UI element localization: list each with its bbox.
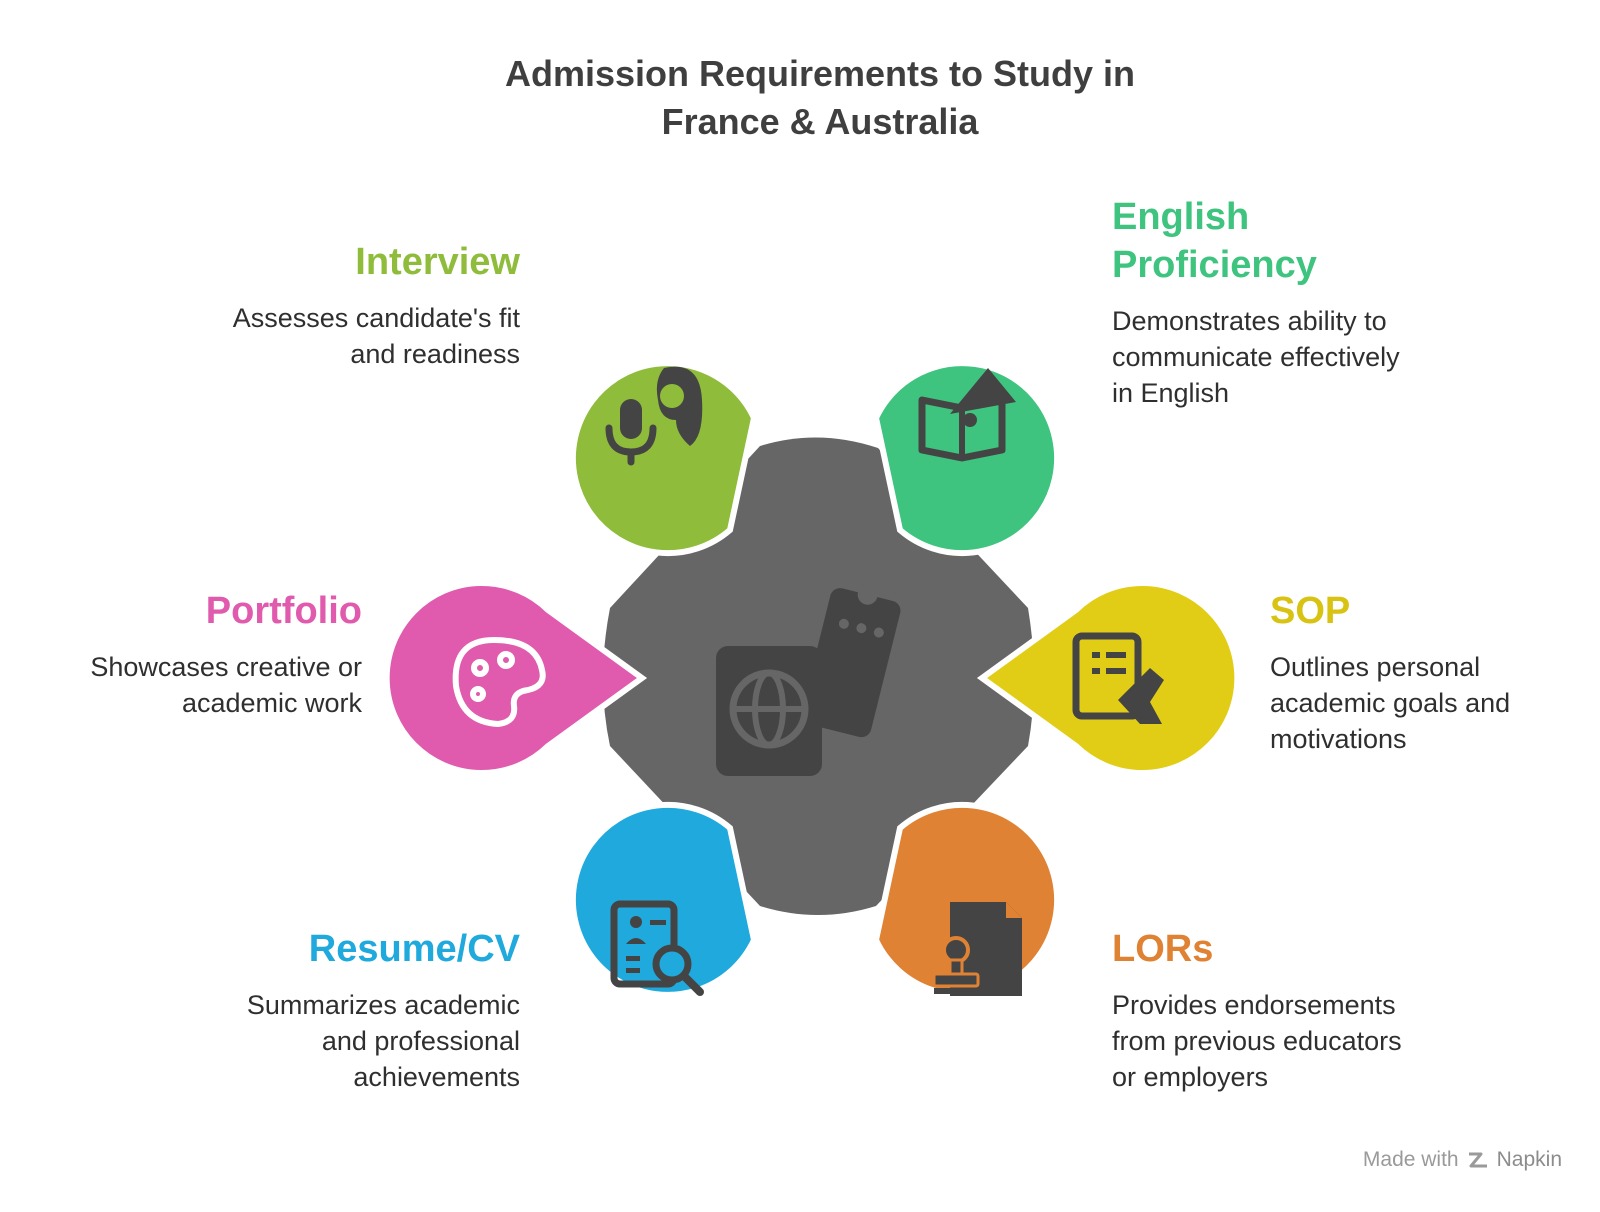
english-heading-line-2: Proficiency xyxy=(1112,244,1317,286)
interview-desc-line-1: Assesses candidate's fit xyxy=(232,303,520,333)
interview-petal xyxy=(569,360,758,557)
palette-icon xyxy=(452,636,546,728)
portfolio-heading: Portfolio xyxy=(205,590,362,632)
english-desc-line-1: Demonstrates ability to xyxy=(1112,306,1387,336)
sop-heading: SOP xyxy=(1270,590,1351,632)
sop-description: Outlines personal academic goals and mot… xyxy=(1270,649,1580,757)
resume-desc-line-2: and professional xyxy=(321,1026,520,1056)
interview-block: Interview Assesses candidate's fit and r… xyxy=(160,238,520,372)
english-proficiency-description: Demonstrates ability to communicate effe… xyxy=(1112,303,1492,411)
napkin-logo-icon xyxy=(1468,1152,1487,1168)
resume-heading: Resume/CV xyxy=(308,928,520,970)
made-with-napkin-footer: Made with Napkin xyxy=(1363,1148,1562,1172)
title-line-1: Admission Requirements to Study in xyxy=(504,53,1136,94)
diagram-title: Admission Requirements to Study in Franc… xyxy=(400,50,1240,146)
napkin-brand: Napkin xyxy=(1496,1148,1562,1171)
resume-desc-line-3: achievements xyxy=(353,1062,520,1092)
resume-description: Summarizes academic and professional ach… xyxy=(160,987,520,1095)
lors-desc-line-2: from previous educators xyxy=(1112,1026,1402,1056)
book-megaphone-icon xyxy=(918,368,1016,462)
portfolio-block: Portfolio Showcases creative or academic… xyxy=(42,587,362,721)
lors-heading: LORs xyxy=(1112,928,1214,970)
english-desc-line-3: in English xyxy=(1112,378,1230,408)
lors-desc-line-3: or employers xyxy=(1112,1062,1269,1092)
portfolio-desc-line-1: Showcases creative or xyxy=(90,652,362,682)
interview-desc-line-2: and readiness xyxy=(350,339,520,369)
resume-desc-line-1: Summarizes academic xyxy=(246,990,520,1020)
english-desc-line-2: communicate effectively xyxy=(1112,342,1400,372)
portfolio-desc-line-2: academic work xyxy=(181,688,362,718)
portfolio-petal xyxy=(383,580,648,776)
stamp-document-icon xyxy=(932,902,1022,996)
interview-microphone-icon xyxy=(605,366,703,466)
made-with-label: Made with xyxy=(1362,1148,1459,1171)
english-heading-line-1: English xyxy=(1112,196,1250,238)
sop-petal xyxy=(976,580,1241,776)
passport-ticket-icon xyxy=(716,584,901,776)
lors-desc-line-1: Provides endorsements xyxy=(1112,990,1396,1020)
resume-petal xyxy=(569,801,758,998)
writing-document-icon xyxy=(1072,632,1164,724)
portfolio-description: Showcases creative or academic work xyxy=(42,649,362,721)
interview-heading: Interview xyxy=(355,241,520,283)
sop-desc-line-3: motivations xyxy=(1270,724,1407,754)
sop-block: SOP Outlines personal academic goals and… xyxy=(1270,587,1580,757)
sop-desc-line-2: academic goals and xyxy=(1270,688,1511,718)
english-proficiency-block: English Proficiency Demonstrates ability… xyxy=(1112,193,1492,411)
english-proficiency-heading: English Proficiency xyxy=(1112,193,1492,289)
lors-block: LORs Provides endorsements from previous… xyxy=(1112,925,1492,1095)
title-line-2: France & Australia xyxy=(661,101,979,142)
resume-search-icon xyxy=(610,900,704,996)
lors-description: Provides endorsements from previous educ… xyxy=(1112,987,1492,1095)
sop-desc-line-1: Outlines personal xyxy=(1270,652,1481,682)
interview-description: Assesses candidate's fit and readiness xyxy=(160,300,520,372)
resume-block: Resume/CV Summarizes academic and profes… xyxy=(160,925,520,1095)
